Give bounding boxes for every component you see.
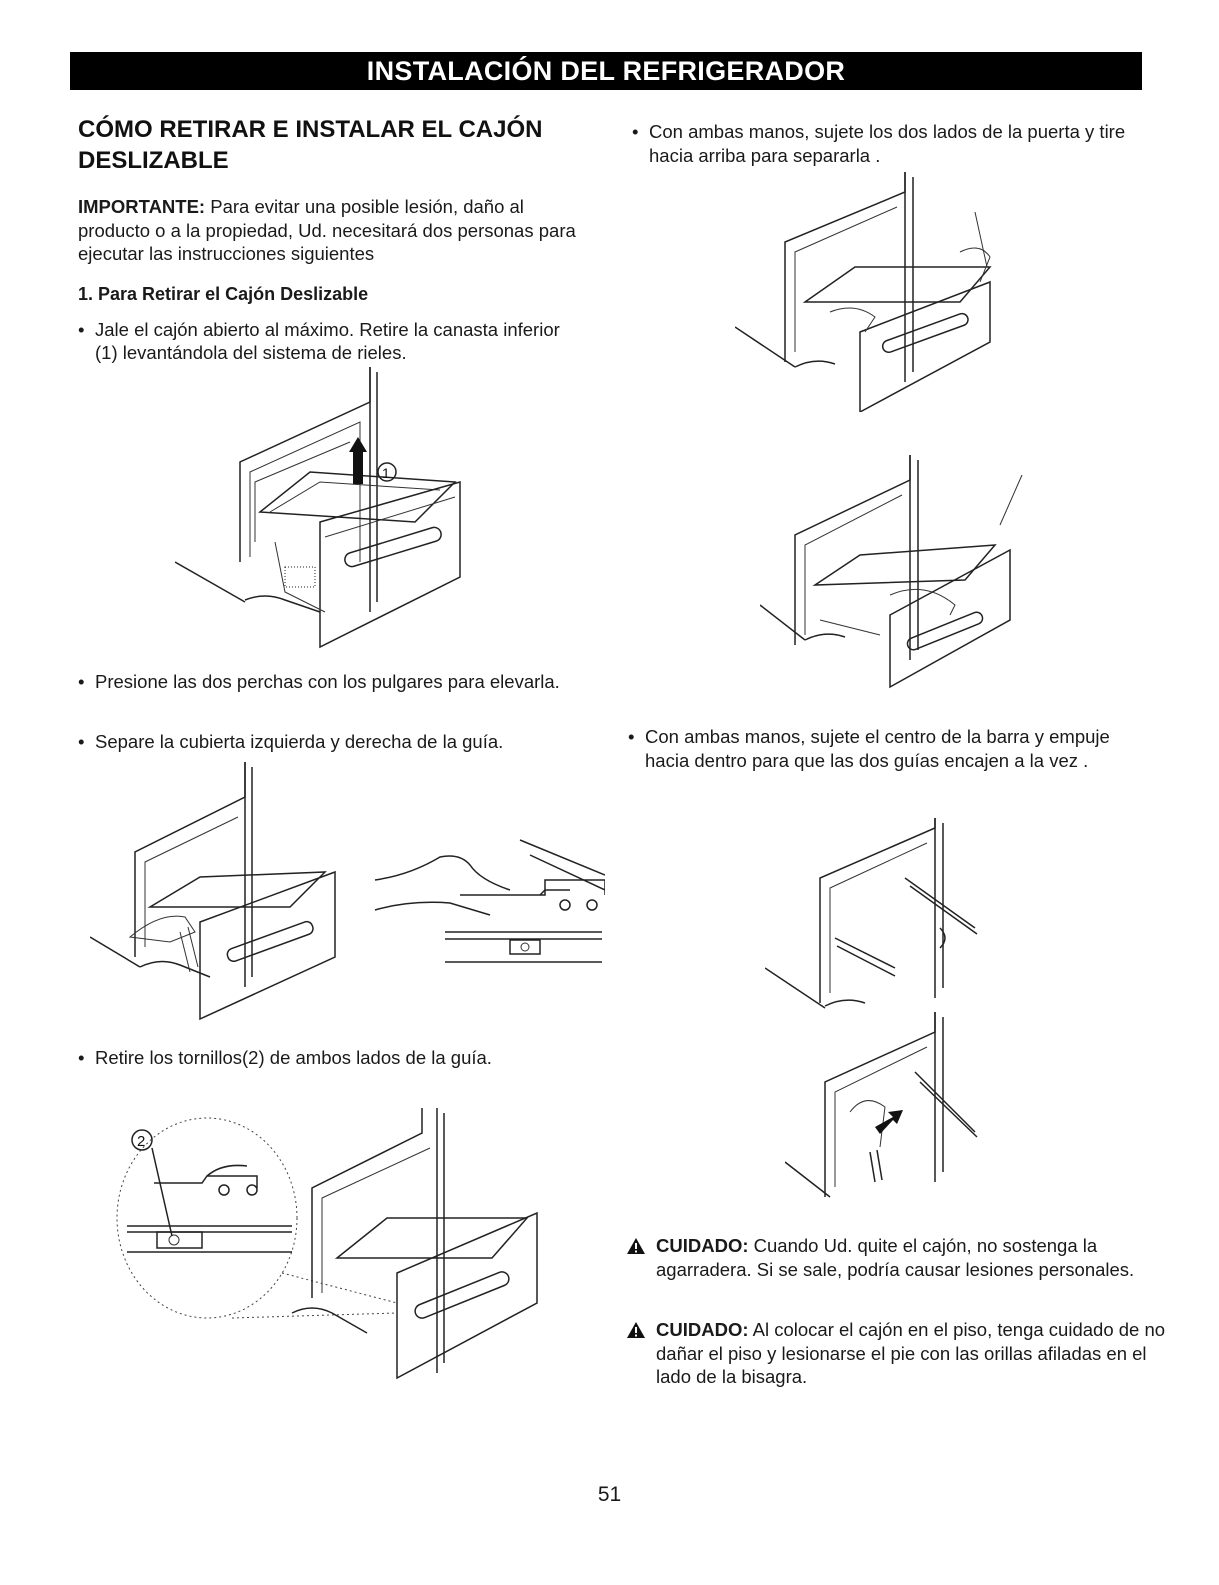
caution-1: CUIDADO: Cuando Ud. quite el cajón, no s…: [626, 1234, 1166, 1281]
caution-2-text: Al colocar el cajón en el piso, tenga cu…: [656, 1319, 1166, 1387]
left-bullet-3: Separe la cubierta izquierda y derecha d…: [78, 730, 575, 754]
step1-heading: 1. Para Retirar el Cajón Deslizable: [78, 283, 369, 304]
remove-drawer-illustration: [760, 455, 1023, 689]
callout-2: 2: [137, 1133, 145, 1150]
left-bullet-2: Presione las dos perchas con los pulgare…: [78, 670, 565, 694]
right-bullet-2: Con ambas manos, sujete el centro de la …: [628, 725, 1155, 772]
drawer-basket-illustration: 1: [175, 367, 461, 649]
left-bullet-4: Retire los tornillos(2) de ambos lados d…: [78, 1046, 575, 1070]
important-text: Para evitar una posible lesión, daño al …: [78, 196, 576, 264]
drawer-thumbs-illustration: [90, 762, 336, 1021]
caution-2-label: CUIDADO:: [656, 1319, 749, 1340]
warning-icon: [627, 1238, 645, 1254]
warning-icon: [627, 1322, 645, 1338]
push-center-illustration: [785, 1012, 978, 1198]
screw-removal-illustration: 2: [116, 1108, 538, 1380]
section-title: CÓMO RETIRAR E INSTALAR EL CAJÓN DESLIZA…: [78, 114, 583, 176]
left-bullet-1: Jale el cajón abierto al máximo. Retire …: [78, 318, 583, 365]
important-label: IMPORTANTE:: [78, 196, 206, 217]
section-title-line1: CÓMO RETIRAR E INSTALAR EL CAJÓN: [78, 116, 543, 143]
section-banner: INSTALACIÓN DEL REFRIGERADOR: [70, 52, 1142, 90]
rail-bar-illustration: [765, 818, 978, 1009]
caution-2: CUIDADO: Al colocar el cajón en el piso,…: [626, 1318, 1166, 1389]
guide-cover-detail: [374, 839, 605, 963]
caution-1-text: Cuando Ud. quite el cajón, no sostenga l…: [656, 1235, 1135, 1280]
page-number: 51: [597, 1483, 622, 1506]
lift-door-illustration: [735, 172, 992, 412]
callout-1: 1: [382, 465, 390, 481]
important-note: IMPORTANTE: Para evitar una posible lesi…: [78, 195, 583, 266]
section-title-line2: DESLIZABLE: [78, 147, 229, 174]
caution-1-label: CUIDADO:: [656, 1235, 749, 1256]
right-bullet-1: Con ambas manos, sujete los dos lados de…: [632, 120, 1159, 167]
left-column: CÓMO RETIRAR E INSTALAR EL CAJÓN DESLIZA…: [78, 114, 583, 365]
